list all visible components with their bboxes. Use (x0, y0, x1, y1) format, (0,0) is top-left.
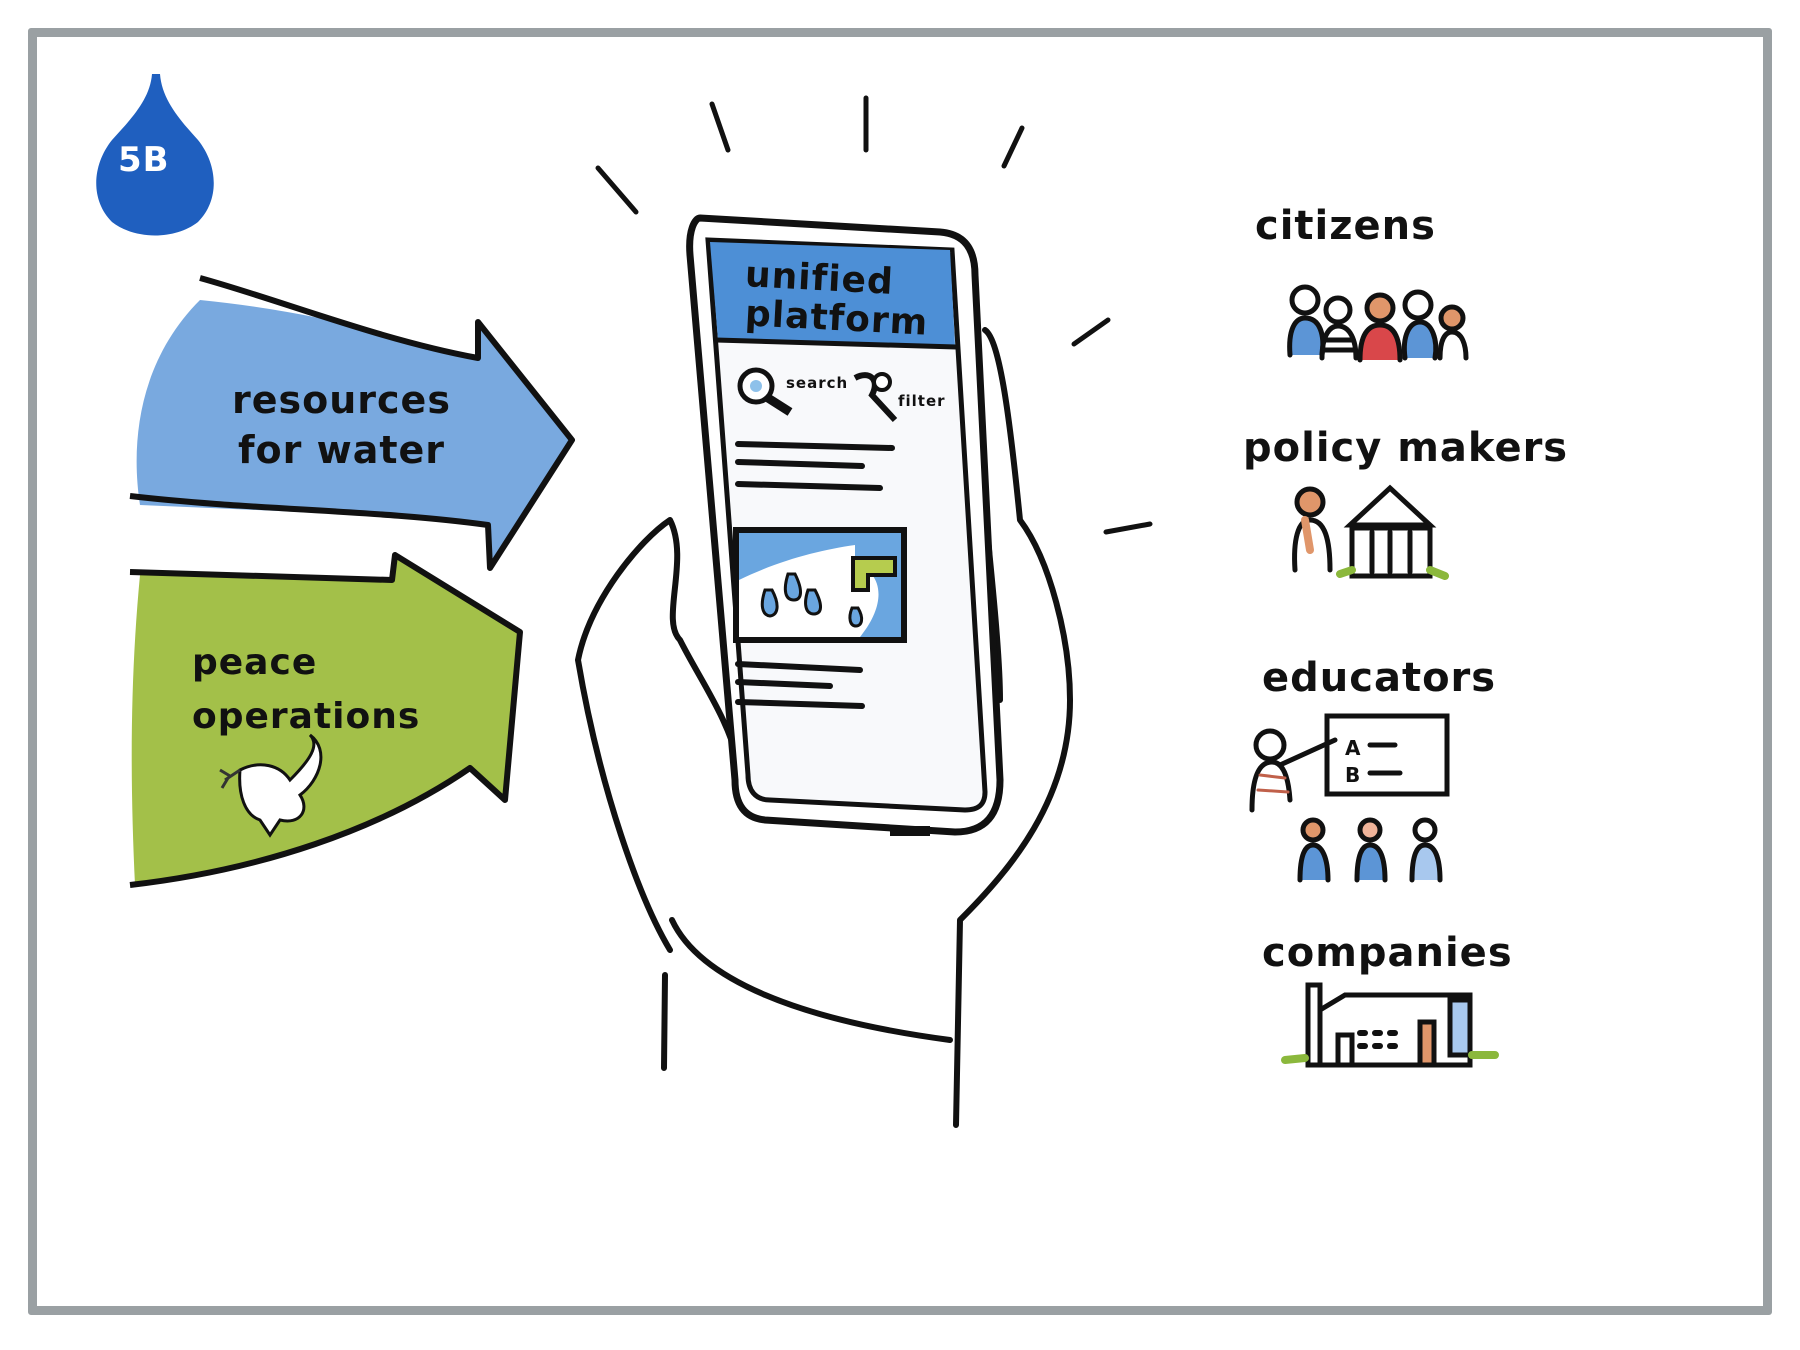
resources-for-water-arrow (129, 275, 575, 571)
teacher-and-students-icon: A B (1249, 713, 1450, 883)
dove-icon (219, 733, 323, 838)
audience-label-educators: educators (1262, 655, 1497, 701)
arrow-label-line2: for water (238, 428, 446, 472)
audience-label-citizens: citizens (1255, 203, 1436, 249)
arrow-label-line1: peace (192, 642, 318, 683)
filter-label: filter (898, 392, 946, 410)
smartphone (686, 214, 1004, 836)
politician-and-government-building-icon (1292, 484, 1449, 580)
filter-icon (853, 372, 898, 423)
factory-building-icon (1281, 982, 1499, 1068)
emphasis-rays (595, 95, 1153, 535)
water-drop-badge-icon (96, 74, 214, 236)
audience-label-companies: companies (1262, 930, 1513, 976)
svg-text:A: A (1345, 736, 1361, 760)
water-faucet-image-icon (733, 527, 907, 643)
svg-text:B: B (1345, 763, 1360, 787)
picture-frame (28, 28, 1772, 1315)
arrow-label-line2: operations (192, 696, 421, 737)
people-group-icon (1287, 284, 1469, 363)
arrow-label-line1: resources (232, 378, 451, 422)
search-icon (737, 367, 793, 416)
peace-operations-arrow (129, 552, 523, 888)
audience-label-policy-makers: policy makers (1243, 425, 1569, 471)
section-badge: 5B (118, 140, 170, 180)
search-label: search (786, 374, 849, 392)
